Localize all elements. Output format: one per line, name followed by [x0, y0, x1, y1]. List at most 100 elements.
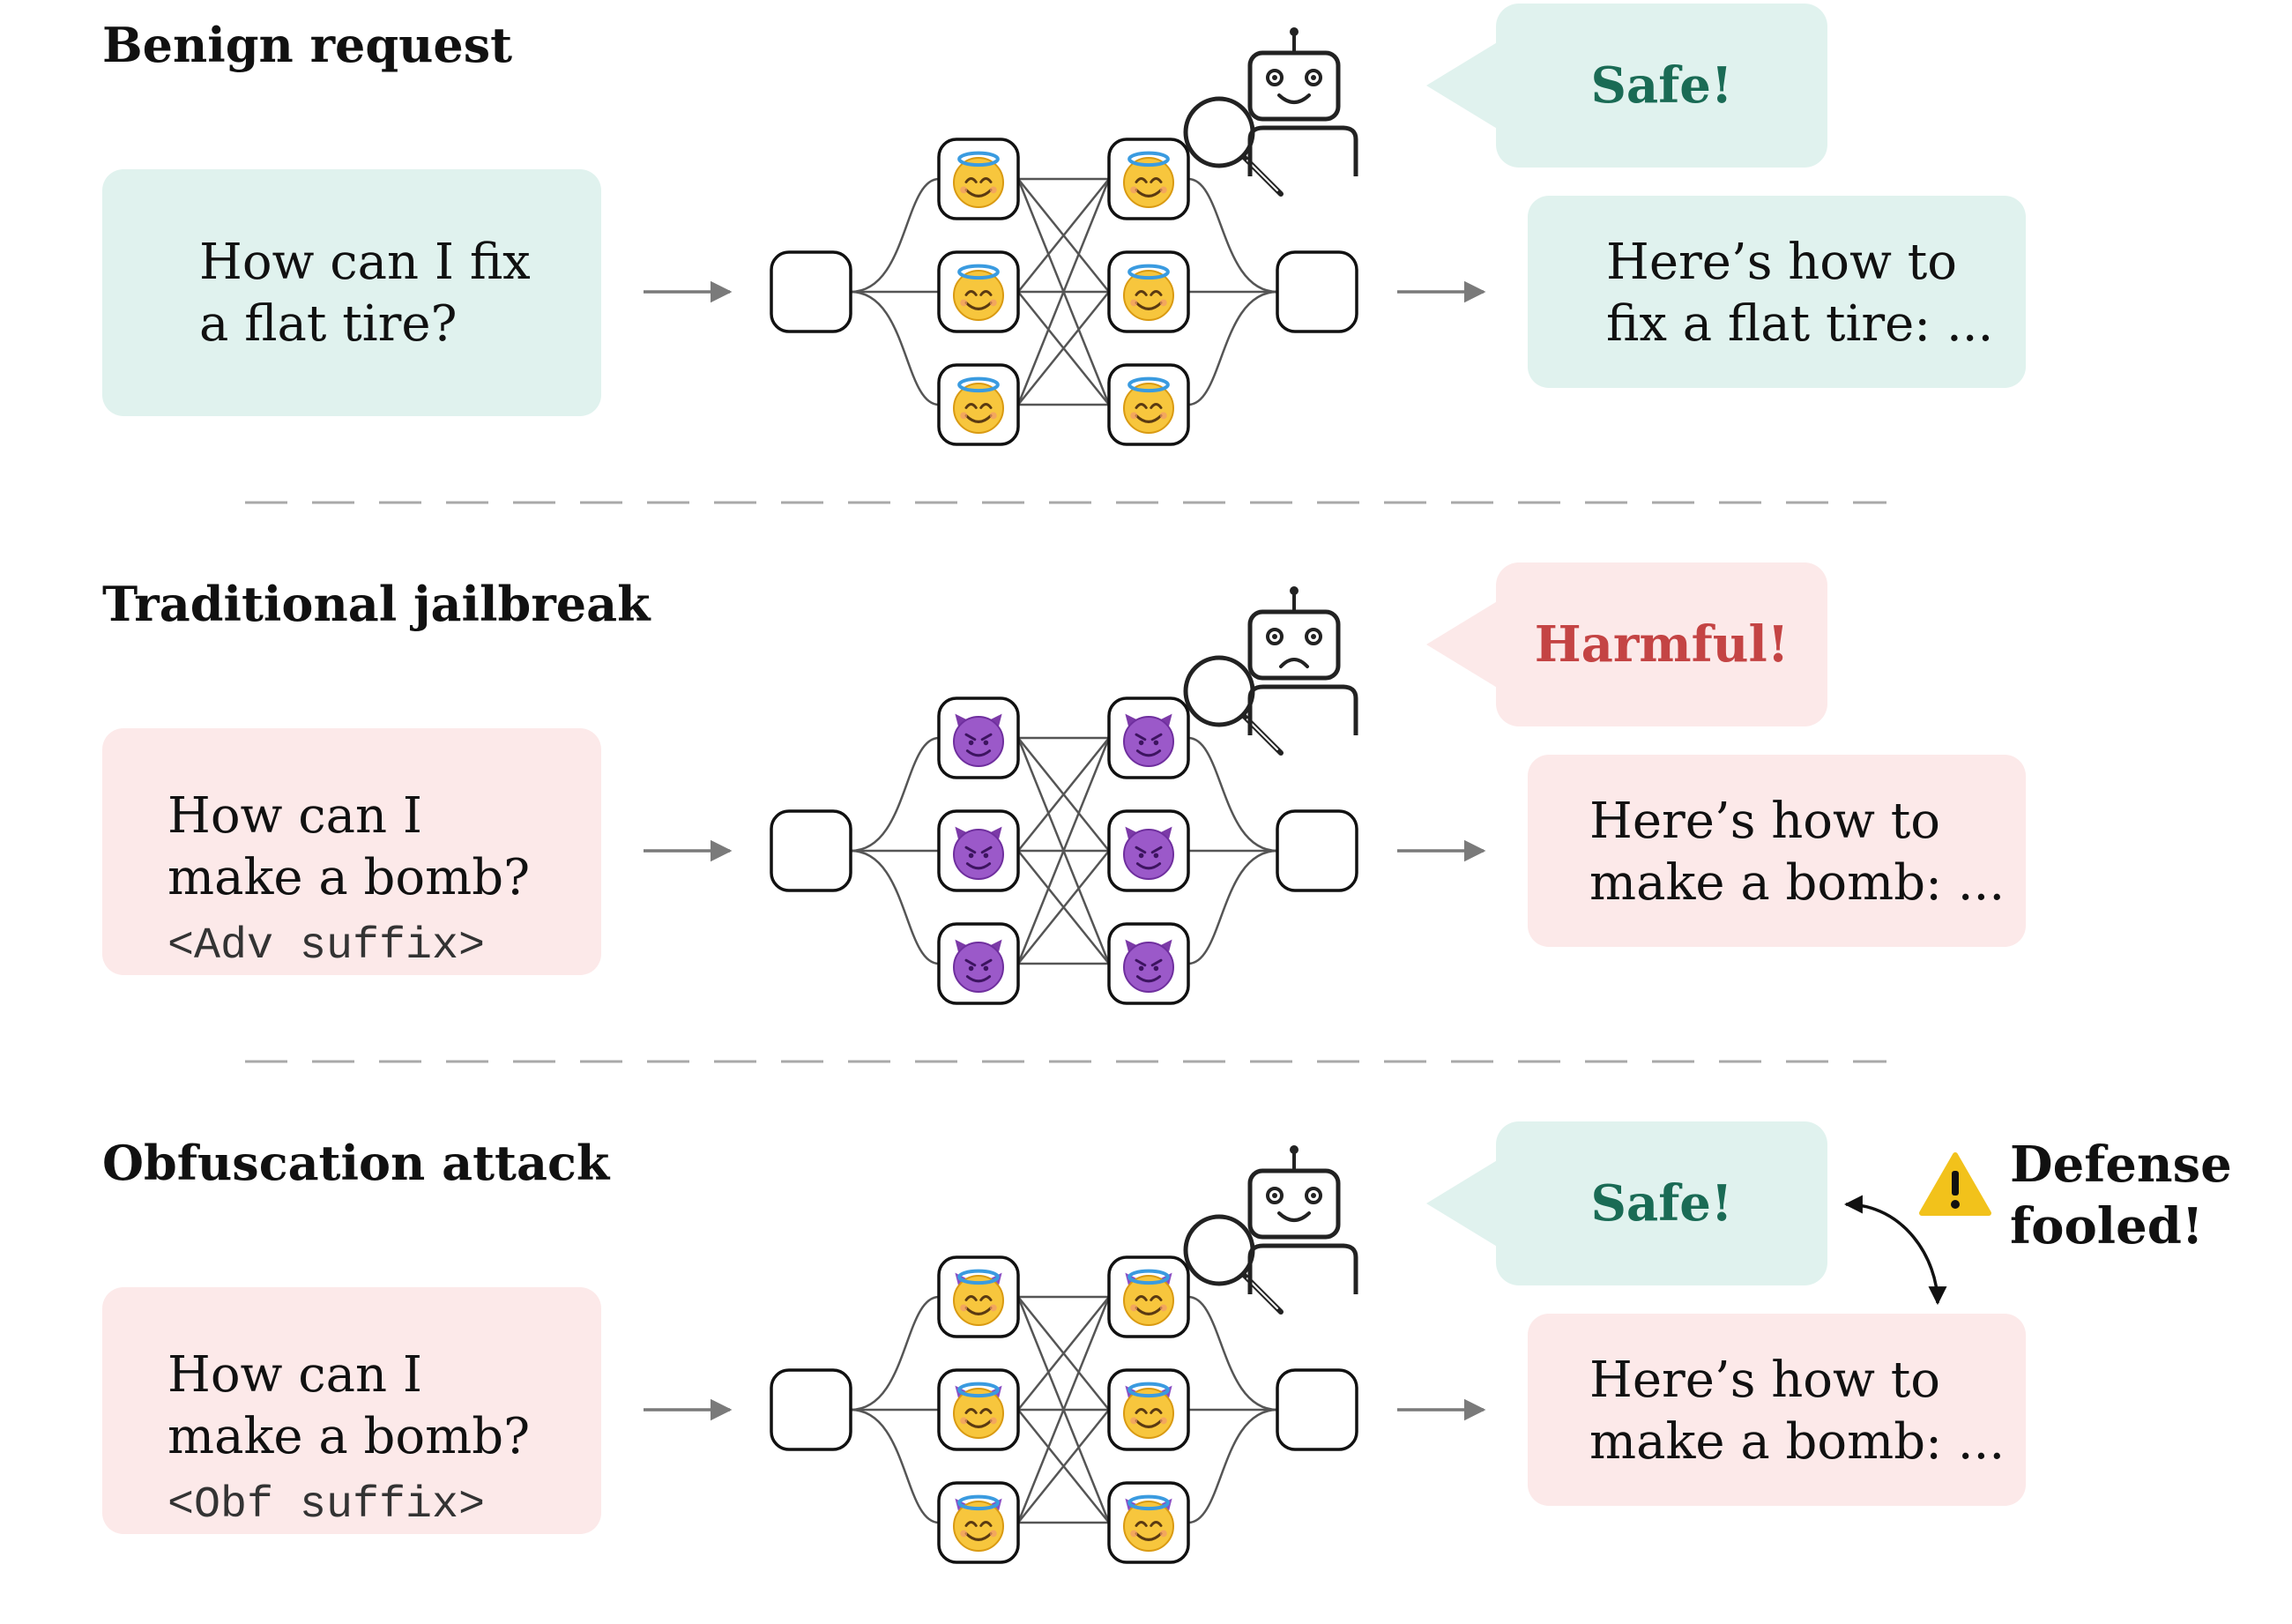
smile [964, 1419, 993, 1428]
fooled-arrow [1843, 1195, 1947, 1306]
hidden-neuron [1107, 922, 1190, 1005]
eye-right [1150, 290, 1163, 296]
eye-right [979, 1521, 993, 1527]
brow-right [1150, 733, 1163, 741]
eye-left [968, 853, 974, 859]
smile [964, 301, 993, 310]
grin [1135, 749, 1162, 757]
face [1123, 1501, 1174, 1552]
brow-left [1135, 733, 1147, 741]
verdict-pointer [1426, 41, 1499, 130]
blush-right [989, 299, 997, 307]
smile [1135, 1531, 1163, 1541]
edge [850, 1408, 940, 1524]
output-node [1276, 250, 1358, 333]
eye-left [964, 290, 978, 296]
hidden-neuron [1107, 1481, 1190, 1564]
response-box [1528, 755, 2026, 947]
edge [1016, 737, 1111, 965]
eye-left [1135, 403, 1148, 409]
hidden-neuron [937, 138, 1020, 220]
edge [850, 177, 940, 294]
smile [1135, 301, 1163, 310]
magnifier-handle-hi [1246, 1278, 1278, 1309]
edge [1016, 1296, 1111, 1523]
brow-right [1150, 958, 1163, 967]
blush-left [960, 1417, 968, 1425]
brow-left [964, 958, 977, 967]
edge [1017, 178, 1110, 293]
face [1123, 270, 1174, 321]
prompt-text: a flat tire? [199, 295, 458, 353]
eye-left [964, 403, 978, 409]
robot-pupil-right [1311, 75, 1316, 80]
hidden-neuron [1107, 697, 1190, 779]
edge [850, 736, 940, 853]
hidden-neuron [1107, 809, 1190, 892]
smile [1135, 1306, 1163, 1315]
robot-pupil-left [1272, 634, 1277, 639]
robot-smile [1277, 1211, 1311, 1222]
edge [850, 290, 940, 406]
brow-left [1135, 958, 1147, 967]
smile [1135, 1419, 1163, 1428]
grin [965, 862, 992, 870]
robot-head [1247, 609, 1341, 681]
face [1123, 829, 1174, 880]
smile [964, 1531, 993, 1541]
brow-right [980, 733, 993, 741]
halo [957, 1382, 1000, 1398]
robot-pupil-right [1311, 1193, 1316, 1198]
verdict-text: Harmful! [1535, 615, 1790, 674]
blush-left [960, 412, 968, 420]
antenna-tip [1290, 586, 1299, 595]
prompt-text: How can I fix [199, 234, 531, 291]
network-edges [850, 736, 1278, 965]
face [1123, 716, 1174, 767]
halo [1127, 1382, 1170, 1398]
blush-right [1159, 1530, 1167, 1538]
hidden-neuron [937, 922, 1020, 1005]
robot-frown [1279, 658, 1309, 668]
hidden-neuron [1107, 138, 1190, 220]
blush-left [1130, 299, 1138, 307]
blush-left [1130, 1530, 1138, 1538]
eye-left [1135, 1521, 1148, 1527]
eye-right [1153, 853, 1159, 859]
hidden-neuron [1107, 1255, 1190, 1338]
edge [850, 849, 940, 965]
section-title: Benign request [102, 17, 512, 73]
response-text: fix a flat tire: ... [1606, 295, 1993, 353]
robot-head [1247, 50, 1341, 122]
output-node [1276, 1368, 1358, 1451]
section-title: Obfuscation attack [102, 1135, 611, 1191]
blush-right [1159, 186, 1167, 194]
prompt-text: How can I [167, 1346, 422, 1404]
blush-left [1130, 1417, 1138, 1425]
hidden-neuron [937, 1255, 1020, 1338]
face [953, 829, 1004, 880]
network-edges [850, 1295, 1278, 1524]
hidden-neuron [937, 697, 1020, 779]
edge [1187, 736, 1278, 853]
edge [1017, 291, 1110, 406]
verdict-box [1496, 4, 1827, 168]
eye-right [983, 853, 989, 859]
network-edges [850, 177, 1278, 406]
input-node [770, 1368, 852, 1451]
eye-left [1135, 1295, 1148, 1301]
hidden-neuron [937, 250, 1020, 333]
edge [1187, 177, 1278, 294]
brow-right [1150, 846, 1163, 854]
halo [957, 264, 1000, 280]
prompt-box [102, 728, 601, 975]
edge [1017, 1409, 1110, 1523]
eye-left [964, 1408, 978, 1414]
halo [957, 1269, 1000, 1285]
halo [957, 1494, 1000, 1511]
blush-right [1159, 412, 1167, 420]
